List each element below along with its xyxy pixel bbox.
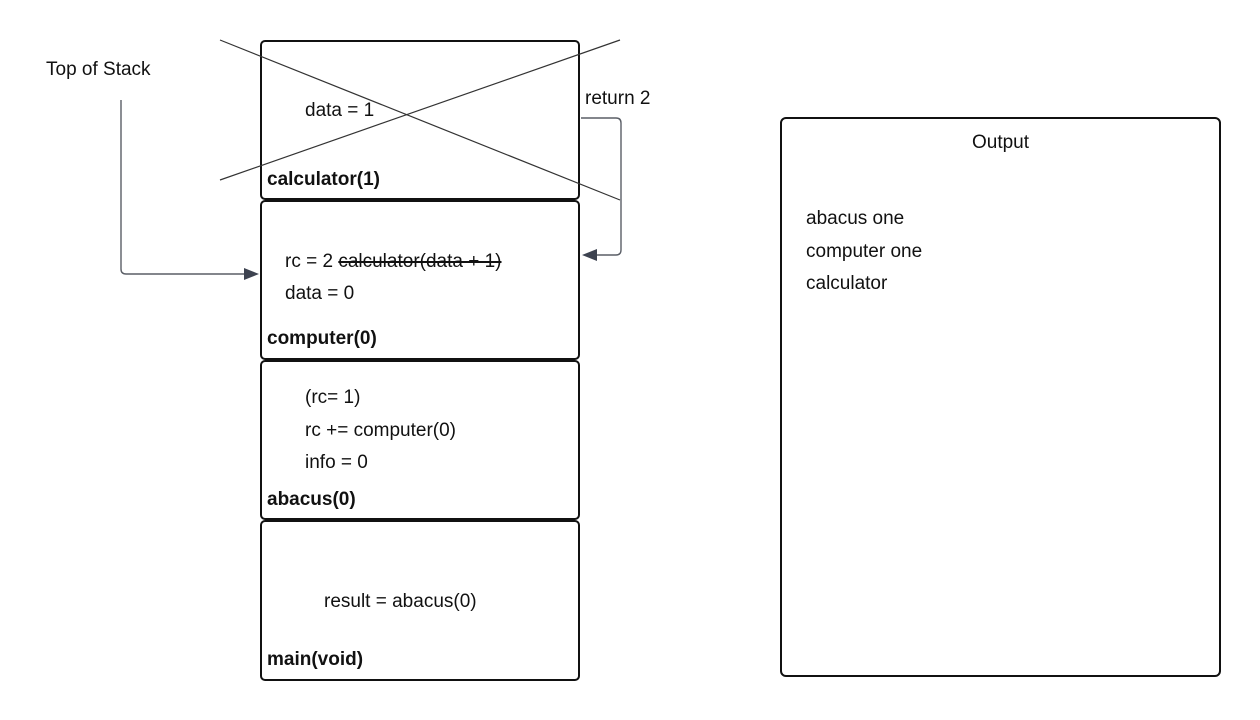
arrowhead-left-icon	[582, 249, 597, 261]
top-of-stack-connector	[120, 100, 245, 275]
frame-title: computer(0)	[267, 328, 377, 349]
arrowhead-right-icon	[244, 268, 259, 280]
frame-line: rc = 2 calculator(data + 1)	[285, 251, 502, 273]
rc-assignment: rc = 2	[285, 251, 339, 272]
frame-title: main(void)	[267, 649, 364, 670]
frame-line: data = 1	[305, 100, 375, 121]
output-line: abacus one	[806, 208, 905, 229]
frame-line: data = 0	[285, 283, 355, 304]
frame-line: info = 0	[305, 452, 368, 473]
top-of-stack-label: Top of Stack	[46, 59, 151, 80]
struck-call: calculator(data + 1)	[338, 251, 502, 272]
frame-line: rc += computer(0)	[305, 420, 456, 441]
output-panel: Output abacus one computer one calculato…	[780, 117, 1221, 677]
output-title: Output	[971, 132, 1030, 153]
output-line: calculator	[806, 273, 888, 294]
frame-title: calculator(1)	[267, 169, 380, 190]
stack-frame-abacus: (rc= 1) rc += computer(0) info = 0 abacu…	[260, 360, 580, 520]
stack-frame-computer: rc = 2 calculator(data + 1) data = 0 com…	[260, 200, 580, 360]
output-line: computer one	[806, 241, 923, 262]
return-label: return 2	[585, 88, 651, 109]
stack-frame-main: result = abacus(0) main(void)	[260, 520, 580, 681]
frame-title: abacus(0)	[267, 489, 356, 510]
frame-line: (rc= 1)	[305, 387, 361, 408]
frame-line: result = abacus(0)	[324, 591, 477, 612]
return-connector	[581, 117, 622, 256]
stack-frame-calculator: data = 1 calculator(1)	[260, 40, 580, 200]
